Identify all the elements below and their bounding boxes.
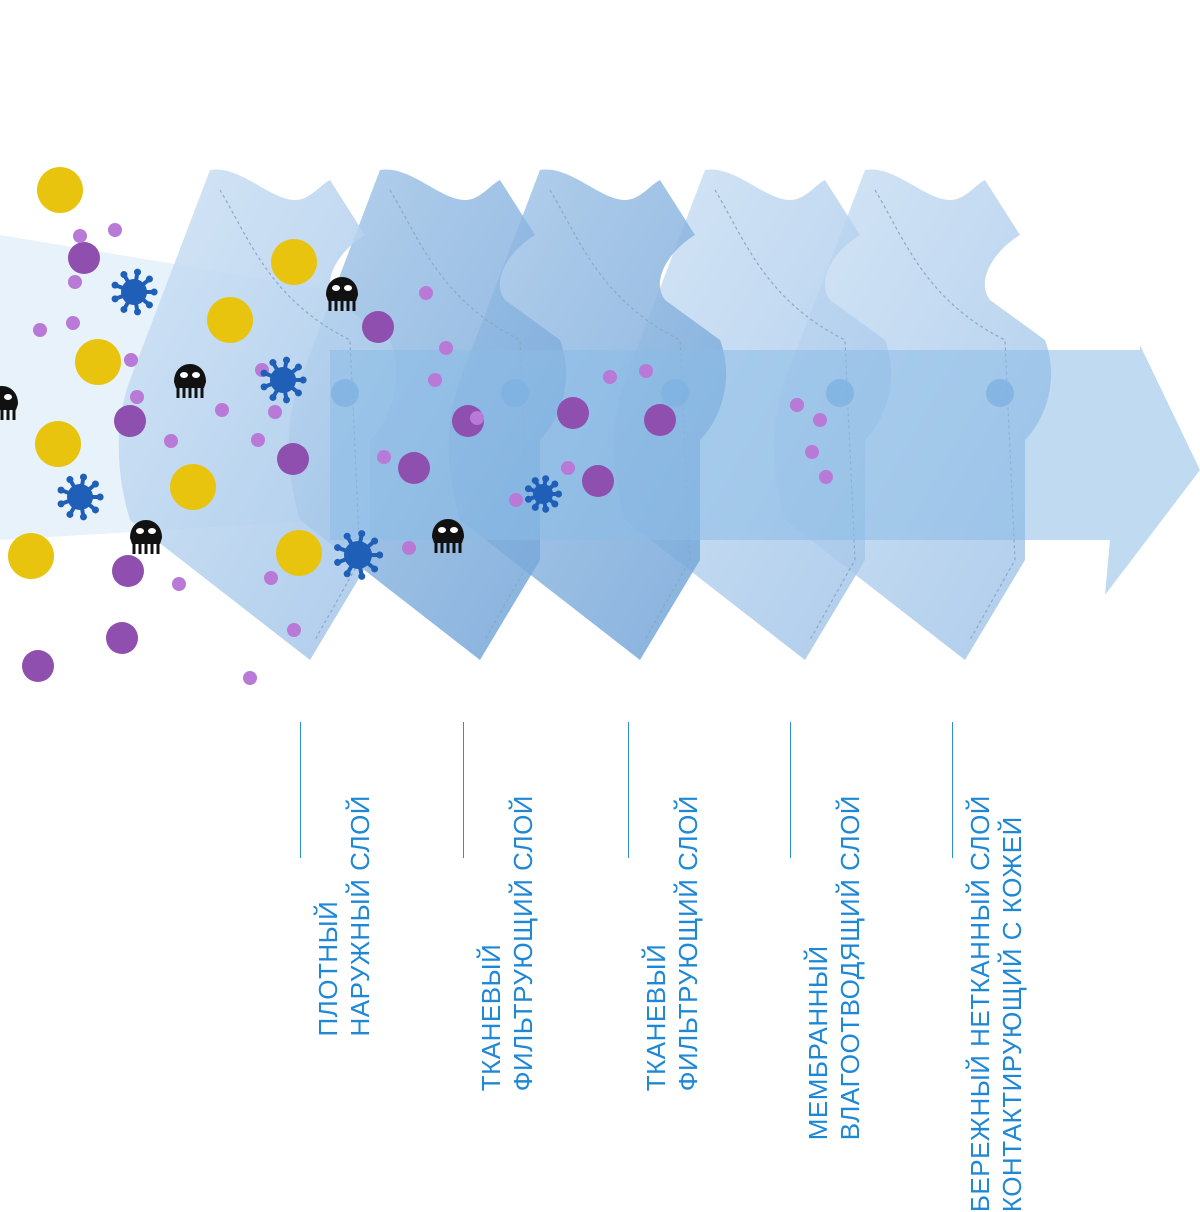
dust-particle <box>207 297 253 343</box>
fine-particle <box>130 390 144 404</box>
fine-particle <box>33 323 47 337</box>
fine-particle <box>68 275 82 289</box>
fine-particle <box>164 434 178 448</box>
fine-particle <box>603 370 617 384</box>
pollen-particle <box>277 443 309 475</box>
fine-particle <box>108 223 122 237</box>
pollen-particle <box>106 622 138 654</box>
fine-particle <box>251 433 265 447</box>
fine-particle <box>73 229 87 243</box>
label-rule-2 <box>463 722 464 858</box>
pollen-particle <box>582 465 614 497</box>
bacteria-skull-icon <box>326 277 358 311</box>
fine-particle <box>287 623 301 637</box>
dust-particle <box>75 339 121 385</box>
bacteria-skull-icon <box>0 386 18 420</box>
fine-particle <box>377 450 391 464</box>
virus-icon <box>524 475 562 513</box>
layer-label-line: ФИЛЬТРУЮЩИЙ СЛОЙ <box>673 795 703 1092</box>
fine-particle <box>509 493 523 507</box>
fine-particle <box>268 405 282 419</box>
dust-particle <box>271 239 317 285</box>
virus-icon <box>334 530 384 580</box>
dust-particle <box>276 530 322 576</box>
virus-icon <box>111 268 158 316</box>
fine-particle <box>124 353 138 367</box>
fine-particle <box>243 671 257 685</box>
bacteria-skull-icon <box>174 364 206 398</box>
fine-particle <box>172 577 186 591</box>
pollen-particle <box>362 311 394 343</box>
fine-particle <box>264 571 278 585</box>
layer-label-line: ТКАНЕВЫЙ <box>641 943 671 1092</box>
pollen-particle <box>112 555 144 587</box>
fine-particle <box>561 461 575 475</box>
layer-label-line: ФИЛЬТРУЮЩИЙ СЛОЙ <box>508 795 538 1092</box>
airflow-arrow-icon <box>330 345 1200 595</box>
pollen-particle <box>68 242 100 274</box>
dust-particle <box>8 533 54 579</box>
dust-particle <box>170 464 216 510</box>
fine-particle <box>470 411 484 425</box>
fine-particle <box>402 541 416 555</box>
layer-label-line: БЕРЕЖНЫЙ НЕТКАННЫЙ СЛОЙ <box>965 795 995 1212</box>
label-rule-5 <box>952 722 953 858</box>
fine-particle <box>439 341 453 355</box>
fine-particle <box>66 316 80 330</box>
fine-particle <box>215 403 229 417</box>
virus-icon <box>57 473 104 521</box>
layer-label-line: ТКАНЕВЫЙ <box>476 943 506 1092</box>
pollen-particle <box>644 404 676 436</box>
dust-particle <box>35 421 81 467</box>
fine-particle <box>419 286 433 300</box>
pollen-particle <box>398 452 430 484</box>
layer-label-line: МЕМБРАННЫЙ <box>803 945 833 1141</box>
virus-icon <box>260 356 307 404</box>
fine-particle <box>428 373 442 387</box>
layer-label-line: КОНТАКТИРУЮЩИЙ С КОЖЕЙ <box>997 816 1027 1212</box>
fine-particle <box>790 398 804 412</box>
fine-particle <box>813 413 827 427</box>
pollen-particle <box>22 650 54 682</box>
layer-label-line: НАРУЖНЫЙ СЛОЙ <box>345 795 375 1037</box>
layer-label-line: ПЛОТНЫЙ <box>313 900 343 1037</box>
ear-loop-hole <box>1062 330 1078 346</box>
label-rule-4 <box>790 722 791 858</box>
label-rule-1 <box>300 722 301 858</box>
pollen-particle <box>557 397 589 429</box>
fine-particle <box>805 445 819 459</box>
layer-label-line: ВЛАГООТВОДЯЩИЙ СЛОЙ <box>835 795 865 1141</box>
pollen-particle <box>114 405 146 437</box>
label-rule-3 <box>628 722 629 858</box>
bacteria-skull-icon <box>130 520 162 554</box>
fine-particle <box>819 470 833 484</box>
bacteria-skull-icon <box>432 519 464 553</box>
fine-particle <box>639 364 653 378</box>
dust-particle <box>37 167 83 213</box>
